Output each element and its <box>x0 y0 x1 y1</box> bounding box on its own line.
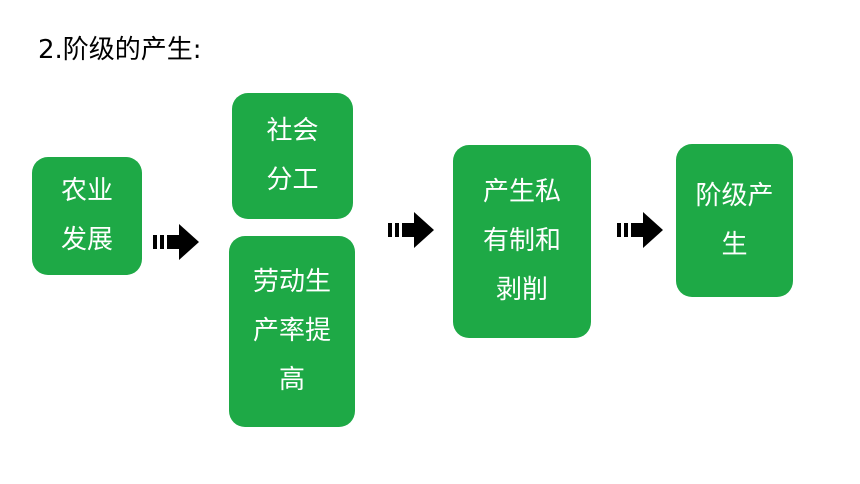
box-label-line: 高 <box>278 365 305 395</box>
striped-right-arrow-icon <box>617 212 663 248</box>
striped-right-arrow-icon <box>388 212 434 248</box>
box-label-line: 有制和 <box>482 226 561 256</box>
page-title: 2.阶级的产生: <box>38 35 202 65</box>
box-label-line: 生 <box>721 229 748 260</box>
box-label-line: 分工 <box>266 165 319 195</box>
box-label-line: 农业 <box>60 176 113 206</box>
box-labor-productivity-rise: 劳动生 产率提 高 <box>229 236 355 427</box>
box-label-line: 产生私 <box>482 177 561 207</box>
box-label-line: 社会 <box>266 116 319 146</box>
box-label-line: 劳动生 <box>252 267 331 297</box>
box-label-line: 剥削 <box>495 275 548 305</box>
box-label-line: 发展 <box>60 225 113 255</box>
box-agriculture-development: 农业 发展 <box>32 157 142 275</box>
box-private-ownership-exploitation: 产生私 有制和 剥削 <box>453 145 591 338</box>
box-social-division-of-labor: 社会 分工 <box>232 93 353 219</box>
box-emergence-of-classes: 阶级产 生 <box>676 144 793 297</box>
box-label-line: 产率提 <box>252 316 331 346</box>
striped-right-arrow-icon <box>153 224 199 260</box>
box-label-line: 阶级产 <box>695 180 774 211</box>
